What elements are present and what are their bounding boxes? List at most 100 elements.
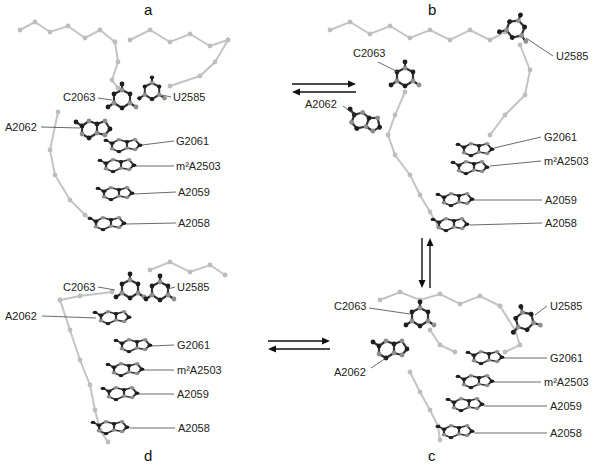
- residue-label: A2059: [550, 400, 582, 413]
- structure-b: [330, 7, 553, 232]
- residue-label: A2062: [5, 121, 37, 134]
- residue-label: A2059: [545, 194, 577, 207]
- leader-line: [504, 358, 547, 359]
- backbone: [130, 30, 228, 46]
- structure-d: [42, 262, 225, 442]
- arrowhead: [268, 346, 276, 353]
- leader-line: [343, 106, 356, 116]
- arrowhead: [348, 81, 356, 88]
- residue-label: G2061: [550, 352, 583, 365]
- backbone: [380, 292, 500, 306]
- arrow-line: [429, 244, 430, 288]
- leader-line: [484, 406, 547, 407]
- residue-label: U2585: [550, 300, 582, 313]
- arrow-line: [274, 348, 330, 349]
- leader-line: [490, 161, 541, 166]
- residue-label: G2061: [177, 339, 210, 352]
- leader-line: [152, 345, 174, 346]
- base: [98, 158, 137, 173]
- residue-label: A2058: [545, 217, 577, 230]
- leader-line: [136, 166, 174, 167]
- residue-label: C2063: [353, 47, 385, 60]
- base: [114, 272, 147, 301]
- residue-label: m²A2503: [544, 376, 589, 389]
- equilibrium-arrow: [268, 338, 330, 353]
- arrowhead: [427, 238, 434, 246]
- residue-label: C2063: [334, 300, 366, 313]
- backbone: [112, 42, 118, 88]
- leader-line: [162, 95, 171, 97]
- backbone: [410, 372, 440, 440]
- backbone: [388, 92, 438, 226]
- base: [436, 192, 475, 207]
- base: [144, 274, 177, 303]
- arrow-line: [292, 83, 350, 84]
- residue-label: U2585: [177, 281, 209, 294]
- leader-line: [139, 394, 174, 395]
- structure-panel: a: [0, 0, 290, 240]
- residue-label: U2585: [173, 91, 205, 104]
- residue-label: C2063: [63, 91, 95, 104]
- backbone: [430, 330, 455, 352]
- leader-line: [494, 137, 541, 148]
- arrow-line: [421, 238, 422, 282]
- base: [91, 420, 130, 435]
- base: [93, 310, 132, 325]
- arrowhead: [292, 89, 300, 96]
- backbone: [60, 292, 112, 300]
- panel-letter: d: [144, 448, 152, 463]
- base: [106, 362, 145, 377]
- leader-line: [369, 308, 410, 314]
- arrowhead: [322, 338, 330, 345]
- panel-letter: a: [144, 2, 152, 17]
- leader-line: [371, 358, 386, 368]
- base: [114, 338, 153, 353]
- backbone: [170, 40, 228, 86]
- residue-label: A2062: [305, 98, 337, 111]
- base: [96, 186, 135, 201]
- leader-line: [378, 62, 398, 72]
- residue-label: A2059: [178, 186, 210, 199]
- leader-line: [126, 223, 176, 224]
- base: [431, 217, 470, 232]
- base: [106, 82, 139, 111]
- leader-line: [142, 141, 174, 145]
- residue-label: A2058: [178, 217, 210, 230]
- structure-c: [369, 292, 547, 440]
- backbone: [20, 22, 115, 42]
- leader-line: [526, 38, 553, 56]
- residue-label: A2058: [178, 422, 210, 435]
- leader-line: [98, 287, 115, 290]
- backbone: [490, 45, 530, 135]
- leader-line: [535, 306, 547, 315]
- structure-panel: d: [0, 262, 266, 468]
- base: [504, 300, 543, 336]
- structure-a: [20, 22, 228, 231]
- arrow-line: [298, 91, 356, 92]
- base: [371, 339, 410, 361]
- backbone: [50, 112, 96, 222]
- arrowhead: [419, 280, 426, 288]
- base: [88, 216, 127, 231]
- base: [74, 119, 113, 141]
- base: [101, 386, 140, 401]
- leader-line: [41, 127, 80, 128]
- base: [389, 60, 422, 89]
- residue-label: G2061: [176, 135, 209, 148]
- panel-letter: b: [428, 2, 436, 17]
- base: [446, 397, 485, 412]
- residue-label: m²A2503: [176, 160, 221, 173]
- residue-label: G2061: [544, 131, 577, 144]
- leader-line: [168, 287, 175, 289]
- leader-line: [42, 316, 96, 318]
- equilibrium-arrow: [292, 81, 356, 96]
- residue-label: A2062: [5, 310, 37, 323]
- residue-label: C2063: [63, 281, 95, 294]
- residue-label: m²A2503: [177, 364, 222, 377]
- leader-line: [98, 98, 112, 100]
- residue-label: U2585: [556, 50, 588, 63]
- arrow-line: [268, 340, 324, 341]
- residue-label: A2059: [177, 388, 209, 401]
- base: [104, 138, 143, 153]
